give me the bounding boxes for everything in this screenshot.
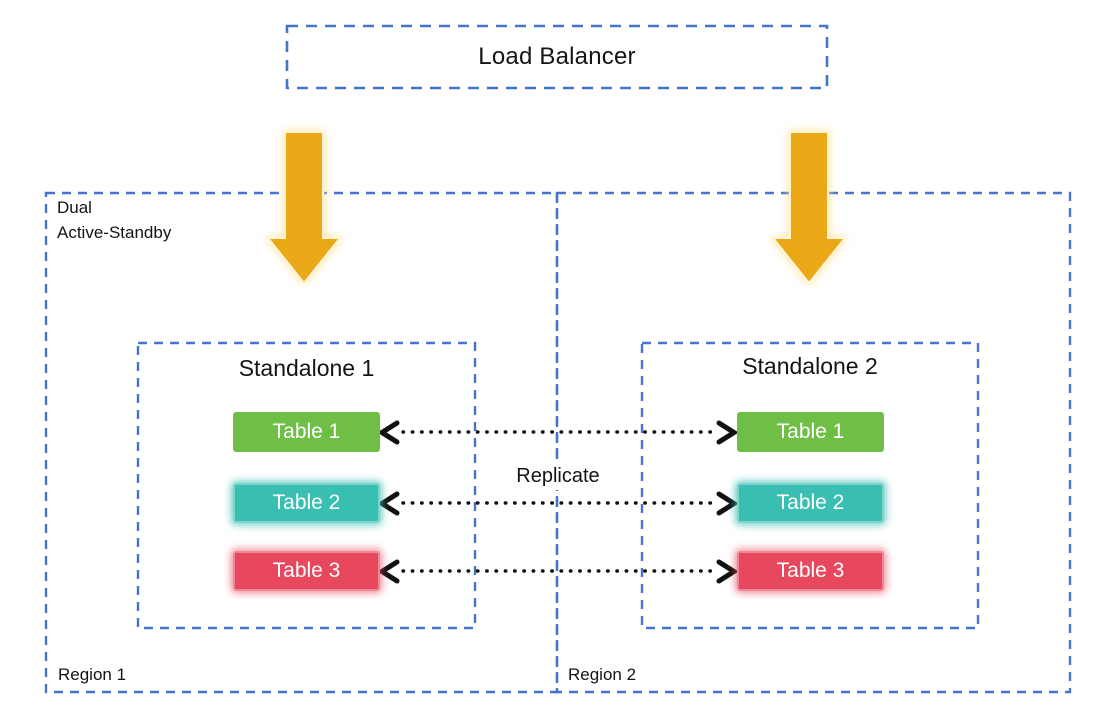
standalone2-table-3: Table 3 [737, 551, 884, 591]
deployment-mode-line2: Active-Standby [57, 223, 172, 242]
region-2-label: Region 2 [568, 665, 637, 684]
replicate-label: Replicate [498, 462, 618, 490]
down-arrow-icon [770, 131, 848, 285]
deployment-mode-line1: Dual [57, 198, 92, 217]
standalone1-table-2: Table 2 [233, 483, 380, 523]
down-arrow-icon [265, 131, 343, 285]
standalone-2-box [640, 341, 980, 630]
standalone1-table-3: Table 3 [233, 551, 380, 591]
standalone-1-box [136, 341, 477, 630]
region-1-label: Region 1 [58, 665, 127, 684]
dotted-double-arrow-icon [377, 559, 739, 584]
load-balancer-label: Load Balancer [478, 43, 636, 70]
standalone2-table-2: Table 2 [737, 483, 884, 523]
load-balancer-box [285, 24, 829, 90]
dotted-double-arrow-icon [377, 420, 739, 445]
standalone2-table-1: Table 1 [737, 412, 884, 452]
dotted-double-arrow-icon [377, 491, 739, 516]
standalone-1-title: Standalone 1 [238, 354, 375, 381]
standalone1-table-1: Table 1 [233, 412, 380, 452]
standalone-2-title: Standalone 2 [742, 352, 878, 379]
region-1-box [44, 191, 559, 694]
